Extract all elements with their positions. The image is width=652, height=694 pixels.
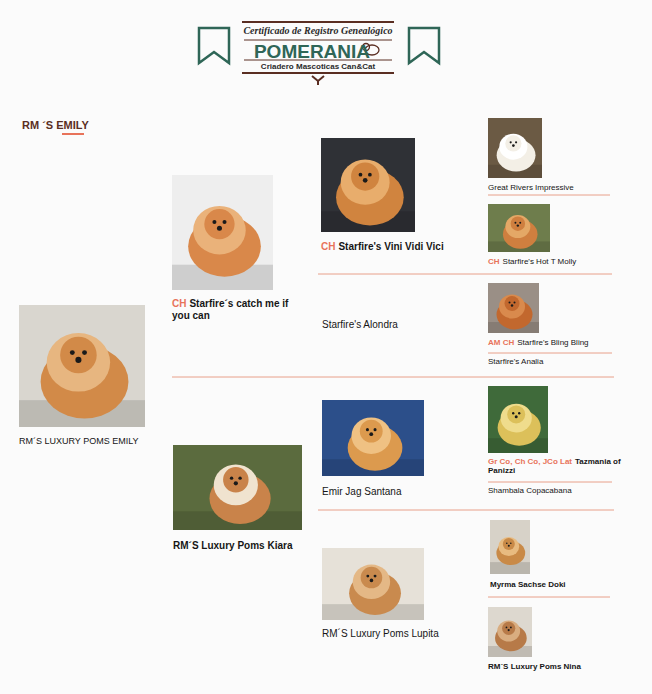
dog-name-caption: RM´S Luxury Poms Lupita xyxy=(322,628,472,640)
dog-photo xyxy=(321,138,415,232)
sire-card: CHStarfire´s catch me if you can xyxy=(172,175,302,323)
dog-name-caption: Starfire's Alondra xyxy=(322,319,472,331)
dog-name: Starfire's Hot T Molly xyxy=(503,257,577,266)
grandsire-card: CHStarfire's Vini Vidi Vici xyxy=(321,138,471,255)
title-underline xyxy=(62,133,84,135)
champion-title: CH xyxy=(488,257,500,266)
dog-name-caption: RM´S Luxury Poms Nina xyxy=(488,662,638,671)
great-grandsire-card: Myrma Sachse Doki xyxy=(490,520,640,592)
dog-name: Myrma Sachse Doki xyxy=(490,580,566,589)
dog-name-caption: Shambala Copacabana xyxy=(488,486,638,495)
dog-name: Starfire's Vini Vidi Vici xyxy=(338,241,443,252)
dog-photo xyxy=(322,400,424,476)
great-granddam-card: Starfire's Analia xyxy=(488,357,638,369)
dog-photo xyxy=(322,548,424,620)
grandsire-card: Emir Jag Santana xyxy=(322,400,472,500)
dam-card: RM´S Luxury Poms Kiara xyxy=(173,445,308,554)
dog-name-caption: Myrma Sachse Doki xyxy=(490,580,640,589)
dog-name-caption: Emir Jag Santana xyxy=(322,486,472,498)
dog-photo xyxy=(19,305,145,427)
champion-title: CH xyxy=(172,298,186,309)
dog-photo xyxy=(488,118,542,178)
dog-name-caption: AM CHStarfire's Bling Bling xyxy=(488,338,638,347)
great-grandsire-card: Great Rivers Impressive xyxy=(488,118,638,195)
great-grandsire-card: AM CHStarfire's Bling Bling xyxy=(488,283,638,350)
pedigree-title: RM ´S EMILY xyxy=(22,119,89,131)
great-granddam-card: Shambala Copacabana xyxy=(488,486,638,498)
dog-name-caption: CHStarfire's Hot T Molly xyxy=(488,257,638,266)
logo-brand: POMERANIA xyxy=(254,41,370,63)
bookmark-icon xyxy=(409,28,439,63)
logo-kennel: Criadero Mascoticas Can&Cat xyxy=(261,62,375,71)
dog-photo xyxy=(172,175,273,290)
logo-rule xyxy=(244,40,392,41)
dog-name-caption: Great Rivers Impressive xyxy=(488,183,638,192)
dog-photo xyxy=(488,204,550,252)
dog-name-caption: RM´S Luxury Poms Kiara xyxy=(173,540,308,552)
subject-dog-card: RM´S LUXURY POMS EMILY xyxy=(19,305,154,449)
dog-photo xyxy=(173,445,302,530)
dog-name: RM´S Luxury Poms Nina xyxy=(488,662,581,671)
dog-name: Shambala Copacabana xyxy=(488,486,572,495)
dog-name-caption: CHStarfire's Vini Vidi Vici xyxy=(321,241,471,253)
dog-name: Great Rivers Impressive xyxy=(488,183,574,192)
dog-name: RM´S Luxury Poms Lupita xyxy=(322,628,439,639)
dog-name-caption: Gr Co, Ch Co, JCo LatTazmania of Panizzi xyxy=(488,457,623,475)
granddam-card: RM´S Luxury Poms Lupita xyxy=(322,548,472,642)
champion-title: AM CH xyxy=(488,338,514,347)
great-granddam-card: RM´S Luxury Poms Nina xyxy=(488,607,638,674)
dog-name: Starfire's Bling Bling xyxy=(517,338,588,347)
dog-photo xyxy=(488,386,548,453)
dog-name: Emir Jag Santana xyxy=(322,486,402,497)
champion-title: Gr Co, Ch Co, JCo Lat xyxy=(488,457,572,466)
dog-photo xyxy=(490,520,530,574)
dog-name: RM´S LUXURY POMS EMILY xyxy=(19,436,139,446)
pedigree-separators xyxy=(172,195,614,597)
dog-name: Starfire's Analia xyxy=(488,357,543,366)
dog-name-caption: Starfire's Analia xyxy=(488,357,638,366)
logo-rule xyxy=(242,72,394,74)
logo-mark xyxy=(312,76,324,85)
logo-rule xyxy=(242,21,394,23)
dog-name: Starfire's Alondra xyxy=(322,319,398,330)
dog-photo xyxy=(488,283,539,333)
logo-subtitle: Certificado de Registro Genealógico xyxy=(243,25,392,36)
great-granddam-card: CHStarfire's Hot T Molly xyxy=(488,204,638,269)
champion-title: CH xyxy=(321,241,335,252)
dog-name-caption: CHStarfire´s catch me if you can xyxy=(172,298,302,321)
dog-photo xyxy=(488,607,532,657)
bookmark-icon xyxy=(199,28,229,63)
dog-name: Starfire´s catch me if you can xyxy=(172,298,288,321)
dog-name: RM´S Luxury Poms Kiara xyxy=(173,540,292,551)
great-grandsire-card: Gr Co, Ch Co, JCo LatTazmania of Panizzi xyxy=(488,386,623,478)
dog-name-caption: RM´S LUXURY POMS EMILY xyxy=(19,436,154,446)
granddam-card: Starfire's Alondra xyxy=(322,319,472,333)
